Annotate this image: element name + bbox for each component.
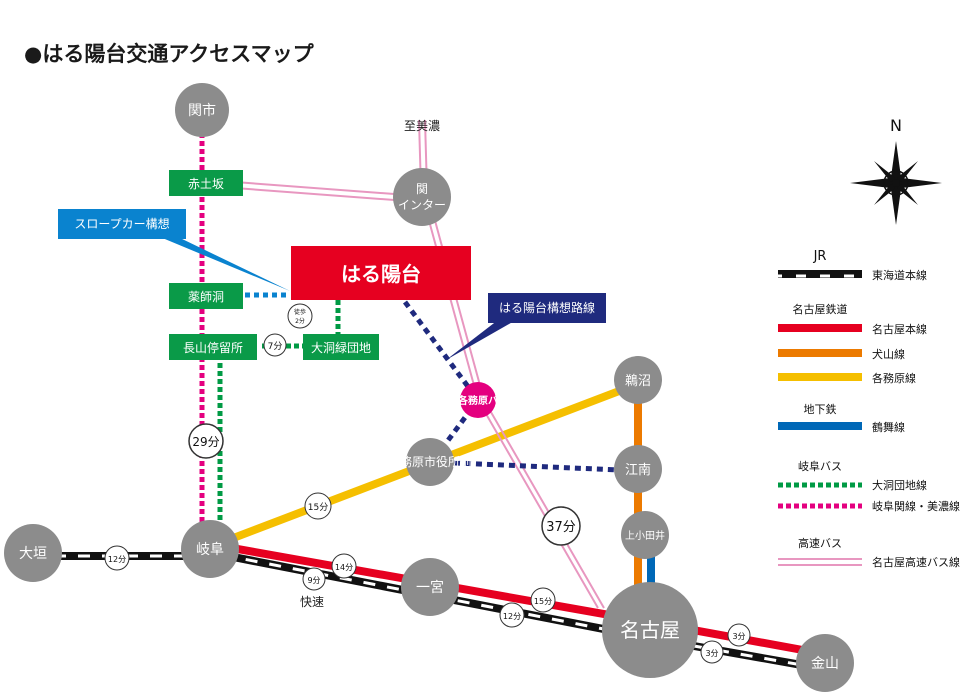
svg-text:薬師洞: 薬師洞 <box>188 290 224 304</box>
legend-meitetsu-kakamigahara: 各務原線 <box>872 371 916 385</box>
page-title: ●はる陽台交通アクセスマップ <box>24 41 314 66</box>
legend-jr-header: JR <box>813 249 827 264</box>
time-15min-kakamigahara: 15分 <box>304 492 332 520</box>
legend-jr-tokaido: 東海道本線 <box>872 268 927 282</box>
slope-car-callout: スロープカー構想 <box>58 209 290 291</box>
station-kamiotai: 上小田井 <box>621 511 669 559</box>
planned-route-callout: はる陽台構想路線 <box>446 293 606 360</box>
legend-subway-tsurumai: 鶴舞線 <box>872 420 905 434</box>
station-sekishi: 関市 <box>175 83 229 137</box>
legend-meitetsu-header: 名古屋鉄道 <box>793 302 848 316</box>
svg-text:29分: 29分 <box>192 435 219 449</box>
stop-yakushido: 薬師洞 <box>169 283 243 309</box>
legend-yellow-swatch <box>778 373 862 381</box>
svg-text:9分: 9分 <box>307 576 320 585</box>
svg-text:関市: 関市 <box>188 102 216 119</box>
time-37min: 37分 <box>541 506 581 546</box>
svg-text:12分: 12分 <box>108 555 126 564</box>
time-12min-nagoya: 12分 <box>499 602 525 628</box>
station-kakamigahara-city-hall: 各務原市役所前 <box>388 438 472 486</box>
compass-north-label: N <box>890 116 902 135</box>
station-kanayama: 金山 <box>796 634 854 692</box>
station-gifu: 岐阜 <box>181 520 239 578</box>
legend-blue-swatch <box>778 422 862 430</box>
svg-text:インター: インター <box>398 198 446 212</box>
time-3min-jr: 3分 <box>700 640 724 664</box>
stop-nagayama: 長山停留所 <box>169 334 257 360</box>
planned-route-label: はる陽台構想路線 <box>499 300 595 315</box>
svg-text:大洞緑団地: 大洞緑団地 <box>311 340 371 355</box>
time-12min-ogaki: 12分 <box>104 545 130 571</box>
legend-highway-header: 高速バス <box>798 536 842 550</box>
svg-text:高速各務原バス停: 高速各務原バス停 <box>438 394 518 407</box>
stop-akadosaka: 赤土坂 <box>169 170 243 196</box>
legend-meitetsu-inuyama: 犬山線 <box>872 347 905 361</box>
legend-jr-swatch <box>778 270 862 278</box>
svg-text:3分: 3分 <box>705 649 718 658</box>
svg-text:関: 関 <box>416 182 428 196</box>
station-unuma: 鵜沼 <box>614 356 662 404</box>
legend-gifubus-seki: 岐阜関線・美濃線 <box>872 499 960 513</box>
time-15min-nagoya: 15分 <box>530 587 556 613</box>
station-seki-ic: 関 インター <box>393 168 451 226</box>
svg-text:一宮: 一宮 <box>416 580 444 596</box>
compass-rose-icon: N <box>850 116 942 225</box>
legend-orange-swatch <box>778 349 862 357</box>
haruhidai-label: はる陽台 <box>341 262 421 286</box>
time-9min: 9分 <box>302 567 326 591</box>
station-konan: 江南 <box>614 445 662 493</box>
svg-text:15分: 15分 <box>308 502 328 513</box>
highway-bus-line <box>207 119 605 609</box>
walk-time-marker: 徒歩 2分 <box>287 303 313 329</box>
svg-text:金山: 金山 <box>811 656 839 672</box>
svg-text:鵜沼: 鵜沼 <box>625 374 651 389</box>
highway-bus-stop: 高速各務原バス停 <box>438 382 518 418</box>
svg-text:2分: 2分 <box>295 317 305 325</box>
svg-text:7分: 7分 <box>268 341 283 352</box>
legend-subway-header: 地下鉄 <box>804 402 837 416</box>
legend-gifubus-ohora: 大洞団地線 <box>872 478 927 492</box>
svg-text:長山停留所: 長山停留所 <box>183 340 243 355</box>
slope-car-label: スロープカー構想 <box>74 216 169 231</box>
station-ichinomiya: 一宮 <box>401 558 459 616</box>
station-nagoya: 名古屋 <box>602 582 698 678</box>
legend-meitetsu-nagoya: 名古屋本線 <box>872 322 927 336</box>
svg-text:岐阜: 岐阜 <box>196 541 224 558</box>
svg-text:上小田井: 上小田井 <box>625 529 665 542</box>
time-7min: 7分 <box>263 333 287 357</box>
time-3min-meitetsu: 3分 <box>727 623 751 647</box>
svg-text:12分: 12分 <box>503 612 521 621</box>
haruhidai-label-box: はる陽台 <box>291 246 471 300</box>
time-14min: 14分 <box>331 553 357 579</box>
svg-text:名古屋: 名古屋 <box>620 618 680 642</box>
svg-text:江南: 江南 <box>625 462 651 478</box>
station-ogaki: 大垣 <box>4 524 62 582</box>
svg-text:各務原市役所前: 各務原市役所前 <box>388 454 472 469</box>
legend: JR 東海道本線 名古屋鉄道 名古屋本線 犬山線 各務原線 地下鉄 鶴舞線 岐阜… <box>778 249 960 569</box>
legend-gifubus-header: 岐阜バス <box>798 460 842 473</box>
svg-text:3分: 3分 <box>732 632 745 641</box>
time-29min: 29分 <box>188 423 224 459</box>
svg-text:14分: 14分 <box>335 563 353 572</box>
svg-text:徒歩: 徒歩 <box>294 308 306 316</box>
svg-text:15分: 15分 <box>534 597 552 606</box>
svg-text:大垣: 大垣 <box>19 546 47 562</box>
legend-red-swatch <box>778 324 862 332</box>
svg-text:赤土坂: 赤土坂 <box>188 177 224 191</box>
rapid-label: 快速 <box>300 595 324 609</box>
svg-text:37分: 37分 <box>546 520 576 535</box>
legend-highway-nagoya: 名古屋高速バス線 <box>872 555 960 569</box>
to-mino-label: 至美濃 <box>404 119 440 133</box>
stop-ohorabora: 大洞緑団地 <box>303 334 379 360</box>
